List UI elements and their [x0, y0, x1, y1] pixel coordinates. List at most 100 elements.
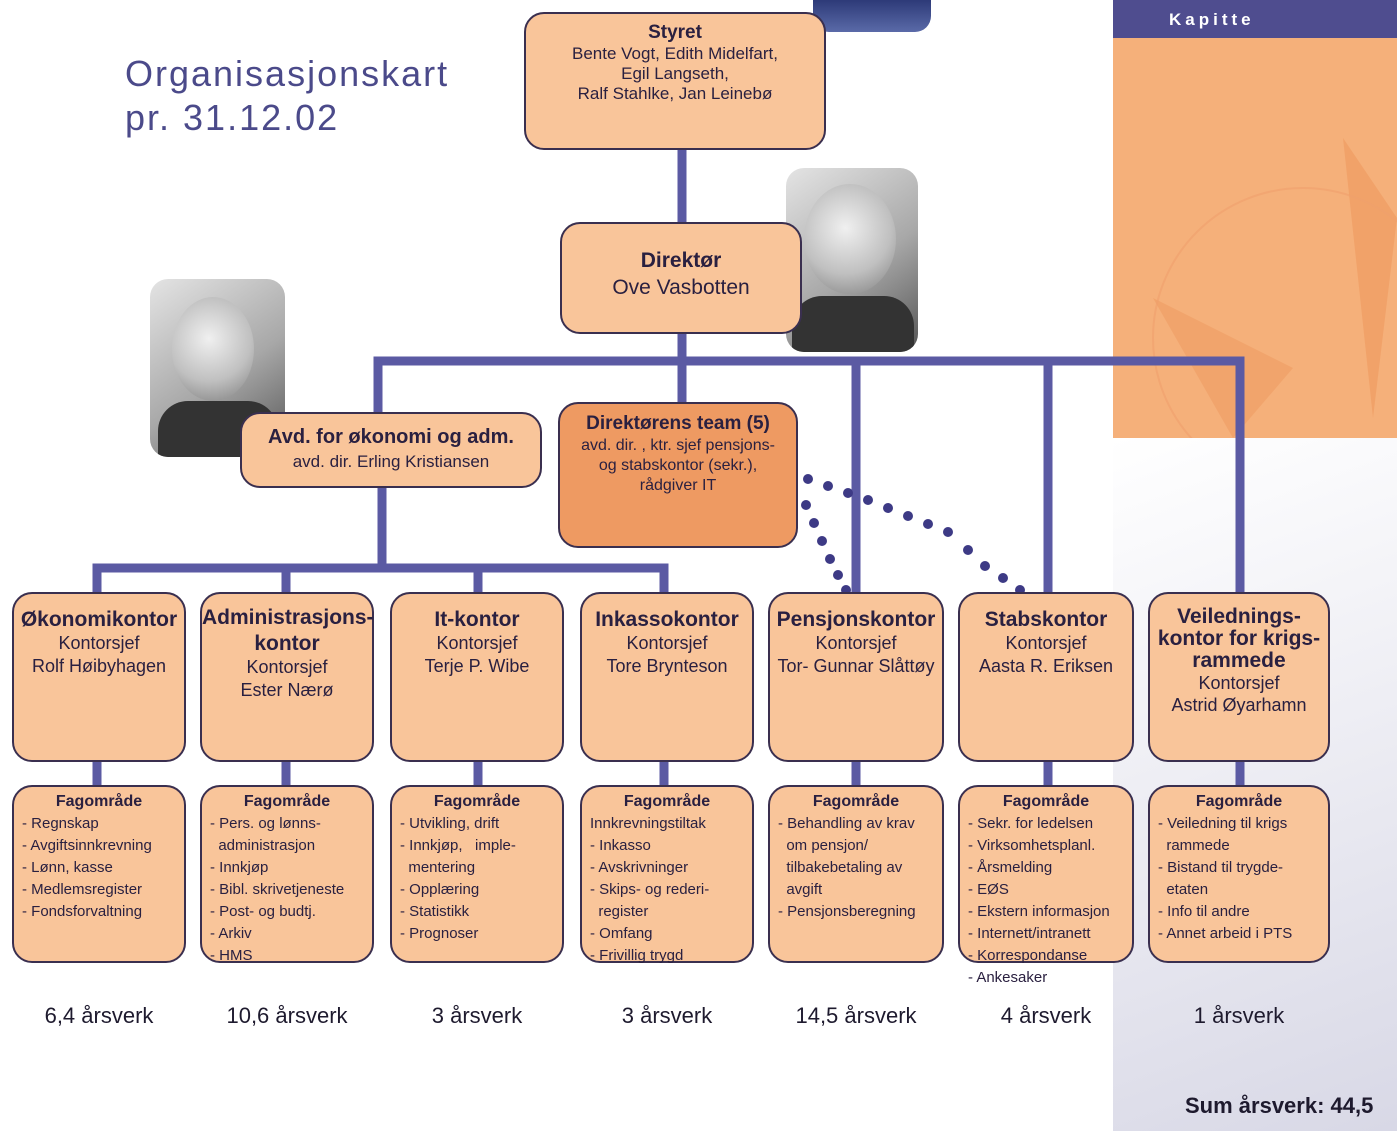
field-item: - Opplæring	[400, 881, 480, 898]
field-item: - Avgiftsinnkrevning	[22, 837, 152, 854]
office-heading: Stabskontor	[984, 608, 1108, 631]
board-box: Styret Bente Vogt, Edith Midelfart, Egil…	[524, 12, 826, 150]
field-item: - Inkasso	[590, 837, 651, 854]
field-item: - Innkjøp, imple-	[400, 837, 516, 854]
office-role: Kontorsjef	[436, 633, 518, 653]
office-heading: Inkassokontor	[595, 608, 739, 631]
office-box-veiledning: Veilednings- kontor for krigs- rammede K…	[1148, 592, 1330, 762]
office-manager: Aasta R. Eriksen	[978, 656, 1114, 676]
office-role: Kontorsjef	[626, 633, 708, 653]
office-role: Kontorsjef	[1005, 633, 1087, 653]
field-item: avgift	[778, 881, 823, 898]
field-item: - Behandling av krav	[778, 815, 915, 832]
fte-veiledning: 1 årsverk	[1193, 1003, 1285, 1028]
dotted-link-team	[801, 474, 1025, 595]
chapter-label: Kapitte	[1169, 10, 1255, 29]
field-item: - Innkjøp	[210, 859, 269, 876]
page-title: Organisasjonskart pr. 31.12.02	[125, 52, 449, 140]
office-manager: Tor- Gunnar Slåttøy	[777, 656, 935, 676]
office-heading: Administrasjons-	[202, 606, 374, 629]
office-box-administrasjon: Administrasjons- kontor Kontorsjef Ester…	[200, 592, 374, 762]
field-item: - Arkiv	[210, 925, 252, 942]
office-box-inkasso: Inkassokontor Kontorsjef Tore Brynteson	[580, 592, 754, 762]
field-item: rammede	[1158, 837, 1230, 854]
photo-admin-head	[150, 279, 285, 457]
field-item: register	[590, 903, 649, 920]
field-item: - Utvikling, drift	[400, 815, 500, 832]
director-box: Direktør Ove Vasbotten	[560, 222, 802, 334]
office-heading-2: kontor	[254, 632, 320, 655]
field-box-okonomi: Fagområde - Regnskap - Avgiftsinnkrevnin…	[12, 785, 186, 963]
field-item: - Avskrivninger	[590, 859, 689, 876]
field-item: - Prognoser	[400, 925, 479, 942]
field-heading: Fagområde	[433, 793, 521, 810]
office-role: Kontorsjef	[58, 633, 140, 653]
office-heading-3: rammede	[1192, 649, 1286, 672]
office-role: Kontorsjef	[246, 657, 328, 677]
field-box-pensjon: Fagområde - Behandling av krav om pensjo…	[768, 785, 944, 963]
director-heading: Direktør	[640, 249, 722, 272]
office-manager: Astrid Øyarhamn	[1171, 695, 1307, 715]
photo-director	[786, 168, 918, 352]
board-members-2: Egil Langseth,	[621, 64, 729, 83]
field-item: - Info til andre	[1158, 903, 1250, 920]
field-item: - Ankesaker	[968, 969, 1048, 986]
field-item: - Regnskap	[22, 815, 99, 832]
field-box-veiledning: Fagområde - Veiledning til krigs rammede…	[1148, 785, 1330, 963]
field-heading: Fagområde	[1002, 793, 1090, 810]
field-item: - HMS	[210, 947, 253, 964]
office-manager: Tore Brynteson	[606, 656, 728, 676]
office-manager: Terje P. Wibe	[424, 656, 530, 676]
field-heading: Fagområde	[55, 793, 143, 810]
team-line-3: rådgiver IT	[639, 477, 717, 494]
office-box-it: It-kontor Kontorsjef Terje P. Wibe	[390, 592, 564, 762]
fte-pensjon: 14,5 årsverk	[795, 1003, 917, 1028]
office-role: Kontorsjef	[1198, 673, 1280, 693]
admin-dept-heading: Avd. for økonomi og adm.	[268, 426, 514, 448]
office-heading: Økonomikontor	[20, 608, 178, 631]
chapter-header-bar: Kapitte	[1113, 0, 1397, 38]
compass-decoration	[1152, 138, 1397, 438]
field-item: - Statistikk	[400, 903, 470, 920]
office-manager: Rolf Høibyhagen	[31, 656, 167, 676]
photo-top-partial	[813, 0, 931, 32]
field-item: - Bibl. skrivetjeneste	[210, 881, 345, 898]
decorative-orange-panel	[1113, 38, 1397, 438]
office-box-okonomi: Økonomikontor Kontorsjef Rolf Høibyhagen	[12, 592, 186, 762]
fte-stab: 4 årsverk	[1000, 1003, 1092, 1028]
field-item: administrasjon	[210, 837, 316, 854]
field-item: - Post- og budtj.	[210, 903, 316, 920]
board-members-3: Ralf Stahlke, Jan Leinebø	[577, 84, 773, 103]
field-heading: Fagområde	[243, 793, 331, 810]
office-heading: Veilednings-	[1177, 605, 1301, 628]
field-item: - Medlemsregister	[22, 881, 143, 898]
title-line-2: pr. 31.12.02	[125, 97, 340, 138]
fte-okonomi: 6,4 årsverk	[44, 1003, 154, 1028]
office-heading: Pensjonskontor	[776, 608, 936, 631]
board-heading: Styret	[648, 22, 702, 43]
office-role: Kontorsjef	[815, 633, 897, 653]
office-heading-2: kontor for krigs-	[1157, 627, 1321, 650]
field-item: - Internett/intranett	[968, 925, 1091, 942]
field-heading: Fagområde	[1195, 793, 1283, 810]
field-item: - Lønn, kasse	[22, 859, 113, 876]
team-heading: Direktørens team (5)	[586, 413, 770, 434]
decorative-grey-panel	[1113, 438, 1397, 1131]
field-item: - Frivillig trygd	[590, 947, 684, 964]
field-item: - Årsmelding	[968, 859, 1053, 876]
team-line-1: avd. dir. , ktr. sjef pensjons-	[581, 437, 775, 454]
field-item: mentering	[400, 859, 476, 876]
director-team-box: Direktørens team (5) avd. dir. , ktr. sj…	[558, 402, 798, 548]
team-line-2: og stabskontor (sekr.),	[598, 457, 758, 474]
total-fte: Sum årsverk: 44,5	[1185, 1093, 1374, 1118]
field-item: - Annet arbeid i PTS	[1158, 925, 1293, 942]
field-item: om pensjon/	[778, 837, 869, 854]
director-name: Ove Vasbotten	[612, 276, 750, 299]
field-item: - Pers. og lønns-	[210, 815, 321, 832]
field-item: - Korrespondanse	[968, 947, 1088, 964]
field-box-stab: Fagområde - Sekr. for ledelsen - Virksom…	[958, 785, 1134, 986]
field-item: - Virksomhetsplanl.	[968, 837, 1096, 854]
field-item: - Sekr. for ledelsen	[968, 815, 1094, 832]
fte-administrasjon: 10,6 årsverk	[226, 1003, 348, 1028]
field-box-administrasjon: Fagområde - Pers. og lønns- administrasj…	[200, 785, 374, 964]
